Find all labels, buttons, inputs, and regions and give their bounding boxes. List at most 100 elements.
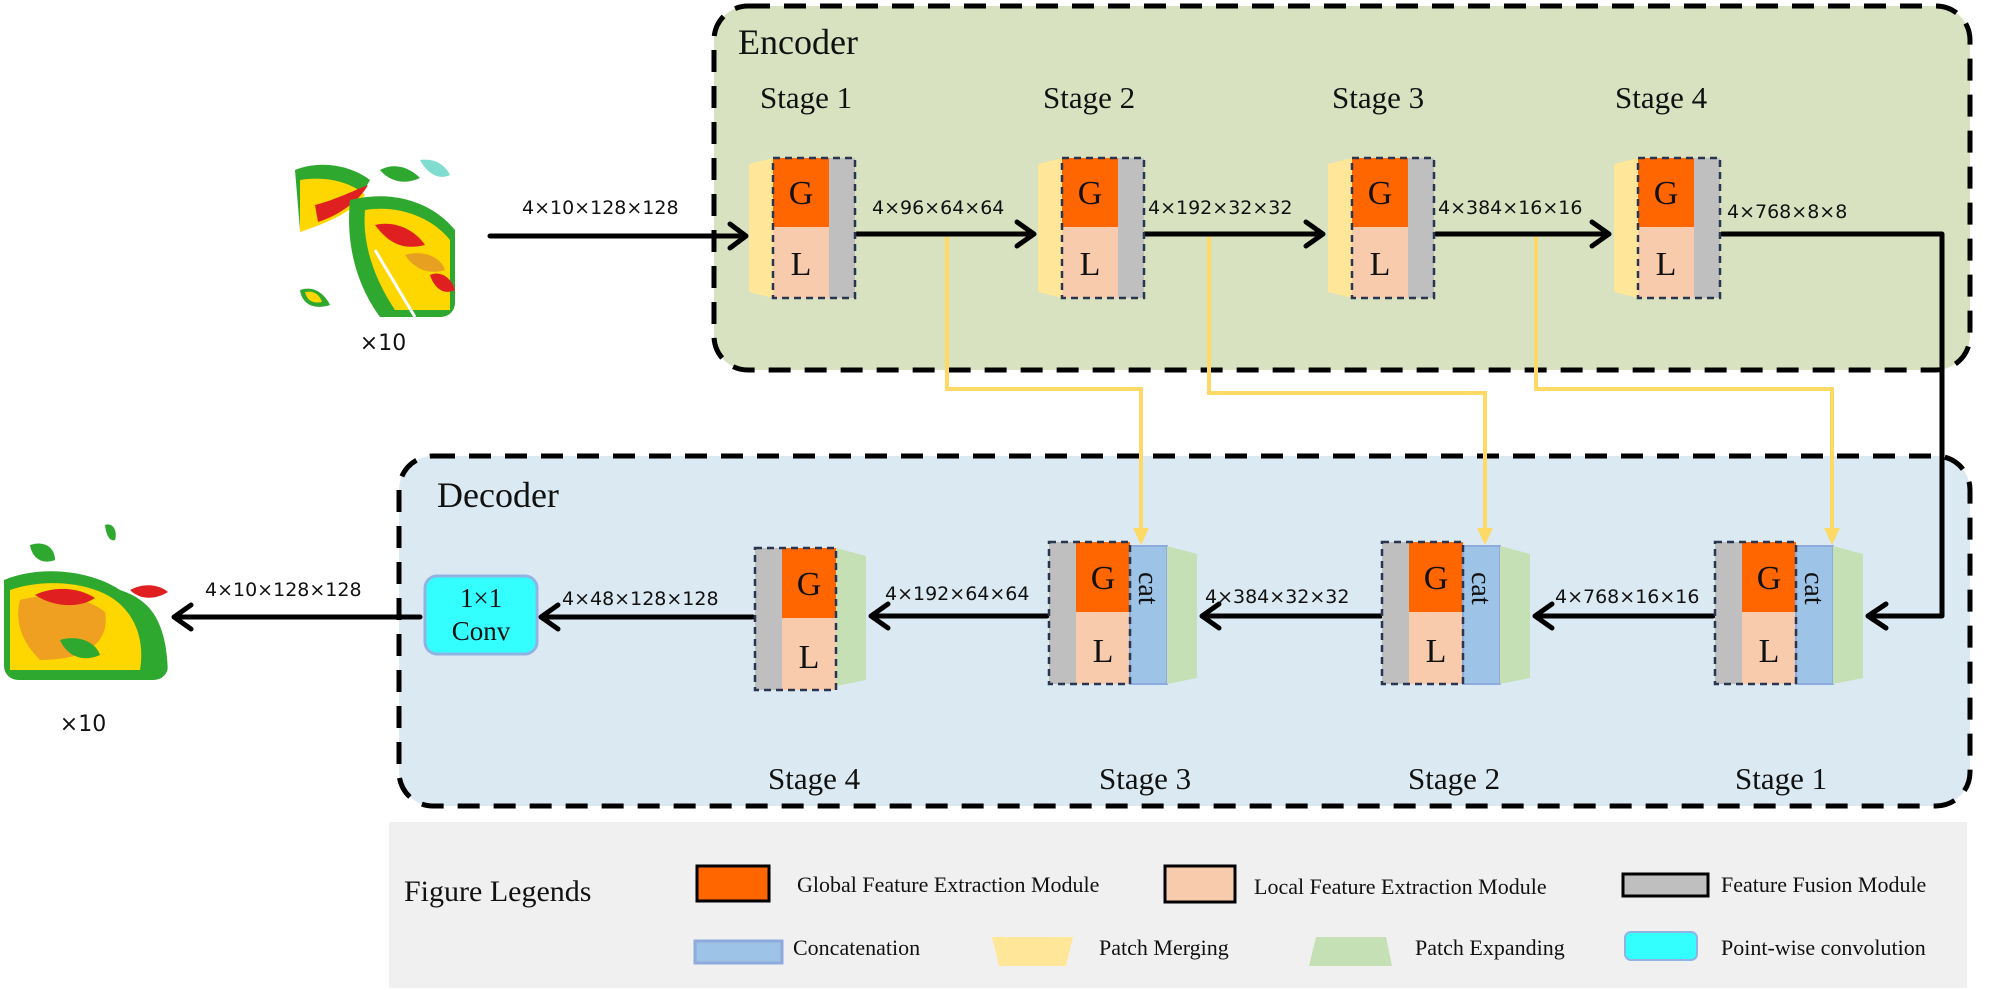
fusion-module xyxy=(1715,542,1742,684)
dec-stage-label-3: Stage 3 xyxy=(1099,761,1191,796)
global-module xyxy=(1062,158,1118,227)
concatenation-module xyxy=(1462,545,1501,685)
local-module xyxy=(773,227,829,298)
enc-dim-label-4: 4×768×8×8 xyxy=(1727,201,1847,223)
patch-expanding-shape xyxy=(1833,546,1863,684)
encoder-block-stage-4: GL xyxy=(1614,156,1722,300)
conv-label-line2: Conv xyxy=(452,616,511,646)
enc-stage-label-3: Stage 3 xyxy=(1332,80,1424,115)
cat-label: cat xyxy=(1132,572,1163,605)
output-radar-image: ×10 xyxy=(4,517,168,737)
global-module xyxy=(782,548,836,618)
fusion-module xyxy=(829,158,855,298)
legend-item-patch-merging: Patch Merging xyxy=(992,935,1229,966)
encoder-block-stage-1: GL xyxy=(749,156,857,300)
fusion-module xyxy=(1382,542,1409,684)
decoder-block-stage-2: cat GL xyxy=(1380,540,1530,686)
enc-stage-label-4: Stage 4 xyxy=(1615,80,1708,115)
dec-arrow-3-head xyxy=(868,601,891,631)
decoder-block-stage-3: cat GL xyxy=(1047,540,1197,686)
global-module xyxy=(1409,542,1463,612)
encoder-block-stage-3: GL xyxy=(1328,156,1436,300)
legend-label-local: Local Feature Extraction Module xyxy=(1254,874,1547,899)
legend-item-patch-expanding: Patch Expanding xyxy=(1309,935,1565,966)
skip-connection-1 xyxy=(945,236,1143,532)
legend-item-concat: Concatenation xyxy=(693,935,920,965)
dec-stage-label-4: Stage 4 xyxy=(768,761,861,796)
legend-swatch-fusion xyxy=(1621,872,1710,898)
global-module xyxy=(1638,158,1694,227)
enc-stage-label-1: Stage 1 xyxy=(760,80,852,115)
local-module xyxy=(1409,612,1463,684)
legend-swatch-patch-merging xyxy=(992,937,1073,966)
input-radar-image: ×10 xyxy=(293,155,455,356)
local-label: L xyxy=(1656,246,1677,283)
block-outline xyxy=(771,156,857,300)
legend-swatch-local xyxy=(1163,864,1237,904)
enc-arrow-2-head xyxy=(1303,219,1326,249)
skip-arrowhead-3 xyxy=(1824,528,1840,545)
block-outline xyxy=(1047,540,1132,686)
enc-dim-label-2: 4×192×32×32 xyxy=(1148,197,1292,219)
encoder-block-stage-2: GL xyxy=(1038,156,1146,300)
dec-stage-label-2: Stage 2 xyxy=(1408,761,1500,796)
enc-dim-label-3: 4×384×16×16 xyxy=(1438,197,1582,219)
patch-merging-shape xyxy=(749,158,773,298)
global-label: G xyxy=(1757,560,1782,597)
bottleneck-arrow-head xyxy=(1865,601,1889,631)
block-outline xyxy=(1060,156,1146,300)
skip-arrowhead-2 xyxy=(1477,528,1493,545)
local-module xyxy=(1638,227,1694,298)
enc-stage-label-2: Stage 2 xyxy=(1043,80,1135,115)
global-label: G xyxy=(1654,175,1679,212)
legend-label-concat: Concatenation xyxy=(793,935,920,960)
legend-item-global: Global Feature Extraction Module xyxy=(695,864,1099,903)
local-label: L xyxy=(791,246,812,283)
cat-label: cat xyxy=(1465,572,1496,605)
legend-swatch-concat xyxy=(693,939,784,965)
fusion-module xyxy=(755,548,782,690)
decoder-flow xyxy=(171,601,1716,632)
legend-swatch-global xyxy=(695,864,771,903)
global-label: G xyxy=(1078,175,1103,212)
input-arrow-head xyxy=(727,221,749,251)
global-label: G xyxy=(1091,560,1116,597)
enc-dim-label-1: 4×96×64×64 xyxy=(872,197,1004,219)
local-label: L xyxy=(1093,633,1114,670)
global-module xyxy=(1352,158,1408,227)
dec-dim-label-1: 4×768×16×16 xyxy=(1555,586,1699,608)
decoder-title: Decoder xyxy=(437,475,559,515)
dec-arrow-4-head xyxy=(538,602,561,632)
legend-swatch-patch-expanding xyxy=(1309,937,1392,966)
local-module xyxy=(1742,612,1796,684)
input-dim-label: 4×10×128×128 xyxy=(522,197,679,219)
dec-stage-label-1: Stage 1 xyxy=(1735,761,1827,796)
legend-item-pointwise: Point-wise convolution xyxy=(1624,931,1926,961)
local-module xyxy=(1352,227,1408,298)
patch-expanding-shape xyxy=(836,548,866,686)
block-outline xyxy=(753,546,838,692)
legend-label-fusion: Feature Fusion Module xyxy=(1721,872,1926,897)
dec-dim-label-4: 4×48×128×128 xyxy=(562,588,719,610)
cat-label: cat xyxy=(1798,572,1829,605)
output-arrow-head xyxy=(171,602,194,632)
local-label: L xyxy=(799,639,820,676)
legend-panel xyxy=(389,822,1967,988)
bottleneck-connector xyxy=(1719,231,1945,619)
local-module xyxy=(1076,612,1130,684)
patch-expanding-shape xyxy=(1167,546,1197,684)
fusion-module xyxy=(1049,542,1076,684)
legend-swatch-pointwise xyxy=(1624,931,1698,961)
global-module xyxy=(1742,542,1796,612)
global-label: G xyxy=(1424,560,1449,597)
legend-title: Figure Legends xyxy=(404,875,591,908)
enc-arrow-1-head xyxy=(1014,219,1037,249)
global-label: G xyxy=(797,566,822,603)
dec-arrow-1-head xyxy=(1532,601,1555,631)
skip-arrowheads xyxy=(1133,528,1840,545)
local-label: L xyxy=(1426,633,1447,670)
legend-label-patch-expanding: Patch Expanding xyxy=(1415,935,1565,960)
block-outline xyxy=(1636,156,1722,300)
